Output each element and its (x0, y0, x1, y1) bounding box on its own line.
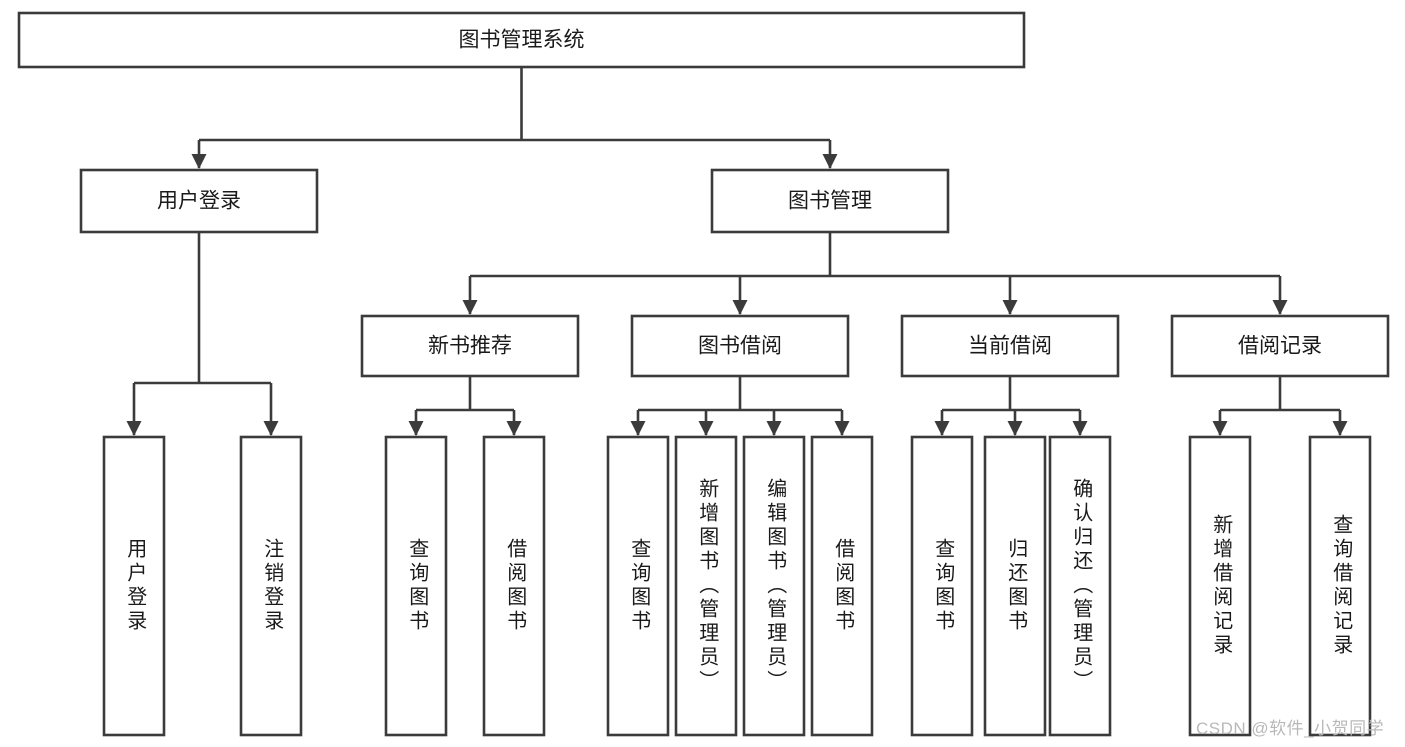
arrow-head-icon-leaf-return-book (1007, 421, 1023, 436)
node-leaf-add-borrow-record[interactable] (1188, 435, 1252, 737)
node-new-book-recommend-label: 新书推荐 (428, 335, 512, 358)
node-leaf-edit-book-admin[interactable] (742, 435, 806, 737)
node-leaf-return-book[interactable] (983, 435, 1047, 737)
node-borrow-record-label: 借阅记录 (1238, 335, 1322, 358)
node-book-borrow[interactable] (630, 314, 850, 378)
arrow-head-icon-book-management (822, 154, 838, 169)
node-current-borrow[interactable] (900, 314, 1120, 378)
node-book-management[interactable] (710, 168, 950, 234)
arrow-head-icon-leaf-borrow-book-recommend (506, 421, 522, 436)
node-new-book-recommend[interactable] (360, 314, 580, 378)
node-leaf-borrow-book-recommend[interactable] (482, 435, 546, 737)
boxes-layer (17, 11, 1390, 737)
node-leaf-confirm-return-admin[interactable] (1048, 435, 1112, 737)
arrow-head-icon-leaf-logout (263, 421, 279, 436)
node-leaf-query-book-borrow[interactable] (606, 435, 670, 737)
node-user-login-label: 用户登录 (157, 190, 241, 213)
node-leaf-borrow-book[interactable] (810, 435, 874, 737)
edges-layer (126, 67, 1348, 436)
arrow-head-icon-new-book-recommend (462, 300, 478, 315)
arrow-head-icon-current-borrow (1002, 300, 1018, 315)
arrow-head-icon-leaf-query-book-borrow (630, 421, 646, 436)
arrow-head-icon-user-login (191, 154, 207, 169)
node-borrow-record[interactable] (1170, 314, 1390, 378)
arrow-head-icon-leaf-add-book-admin (698, 421, 714, 436)
node-user-login[interactable] (79, 168, 319, 234)
node-leaf-logout[interactable] (239, 435, 303, 737)
arrow-head-icon-borrow-record (1272, 300, 1288, 315)
node-leaf-user-login[interactable] (102, 435, 166, 737)
node-leaf-add-book-admin[interactable] (674, 435, 738, 737)
node-book-borrow-label: 图书借阅 (698, 335, 782, 358)
arrow-head-icon-leaf-query-book-current (934, 421, 950, 436)
arrow-head-icon-leaf-confirm-return-admin (1072, 421, 1088, 436)
arrow-head-icon-leaf-add-borrow-record (1212, 421, 1228, 436)
arrow-head-icon-leaf-user-login (126, 421, 142, 436)
node-current-borrow-label: 当前借阅 (968, 335, 1052, 358)
arrow-head-icon-book-borrow (732, 300, 748, 315)
node-leaf-query-book-recommend[interactable] (384, 435, 448, 737)
node-leaf-query-borrow-record[interactable] (1308, 435, 1372, 737)
arrow-head-icon-leaf-query-borrow-record (1332, 421, 1348, 436)
node-book-management-label: 图书管理 (788, 190, 872, 213)
csdn-watermark: CSDN @软件_小贺同学 (1196, 719, 1385, 738)
node-root-root-label: 图书管理系统 (459, 29, 585, 52)
arrow-head-icon-leaf-query-book-recommend (408, 421, 424, 436)
node-leaf-query-book-current[interactable] (910, 435, 974, 737)
node-root-root[interactable] (17, 11, 1026, 69)
arrow-head-icon-leaf-borrow-book (834, 421, 850, 436)
arrow-head-icon-leaf-edit-book-admin (766, 421, 782, 436)
